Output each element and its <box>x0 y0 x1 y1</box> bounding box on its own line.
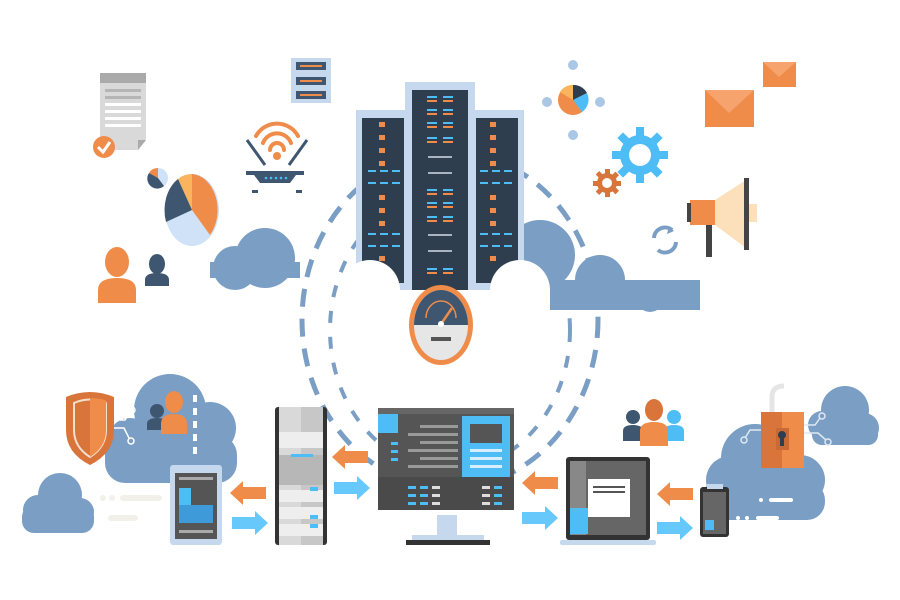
cloud-behind-racks <box>210 220 700 312</box>
arrow-left-orange <box>332 445 368 469</box>
arrow-right-blue <box>522 506 558 530</box>
mail-icon <box>705 62 796 127</box>
arrow-left-orange <box>657 482 693 506</box>
tablet-icon <box>170 465 222 545</box>
faint-lines <box>100 495 162 521</box>
document-check-icon <box>93 73 146 158</box>
wifi-router-icon <box>245 121 309 193</box>
arrow-left-orange <box>522 471 558 495</box>
monitor-icon <box>378 408 514 545</box>
padlock-icon <box>740 383 832 468</box>
tower-server-icon <box>275 407 327 545</box>
team-icon <box>623 399 684 446</box>
arrow-right-blue <box>334 476 370 500</box>
arrow-right-blue <box>657 516 693 540</box>
pie-chart-large <box>164 173 219 246</box>
analytics-icon <box>542 60 605 140</box>
arrow-right-blue <box>232 511 268 535</box>
users-icon <box>98 247 169 303</box>
cloud-right-dashes <box>736 498 793 520</box>
server-rack-icon <box>356 82 524 297</box>
shield-icon <box>66 392 136 465</box>
refresh-icon <box>652 225 678 255</box>
phone-icon <box>700 484 729 537</box>
speedometer-icon <box>409 285 473 365</box>
pie-chart-small <box>147 167 168 189</box>
gear-icon <box>593 127 668 197</box>
arrow-left-orange <box>230 481 266 505</box>
megaphone-icon <box>687 178 757 257</box>
cloud-base-white <box>340 260 550 330</box>
laptop-icon <box>560 457 656 545</box>
cloud-left-small <box>22 473 94 533</box>
data-flow-arrows <box>230 445 693 540</box>
users-cloud-icon <box>147 391 187 434</box>
cloud-dots <box>193 395 197 454</box>
server-stack-icon <box>291 58 331 103</box>
